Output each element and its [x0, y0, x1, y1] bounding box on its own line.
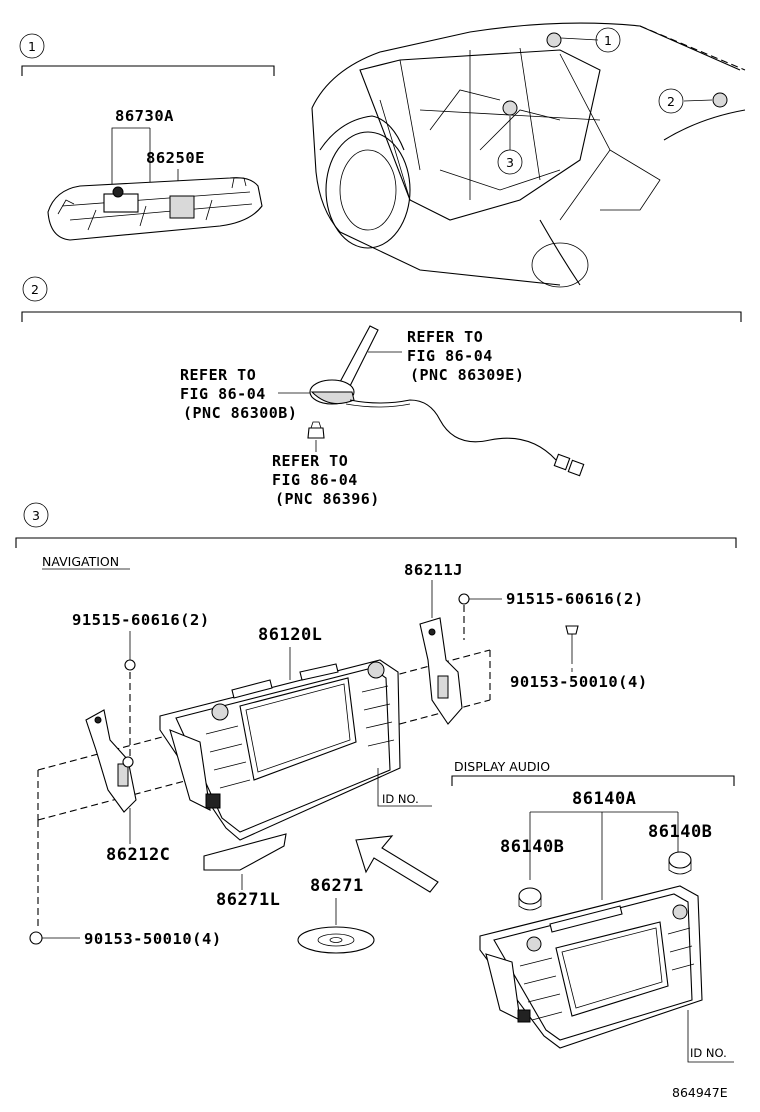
part-label-86211J: 86211J — [404, 561, 463, 579]
part-label-90153-50010-right: 90153-50010(4) — [510, 673, 648, 691]
display-audio-unit-illustration — [479, 885, 703, 1049]
section-1: 1 86730A 86250E — [19, 33, 275, 241]
ref-86396-line3: (PNC 86396) — [275, 490, 380, 508]
ref-86300B-line2: FIG 86-04 — [180, 385, 266, 403]
vehicle-callout-3: 3 — [506, 155, 514, 170]
section-1-number: 1 — [28, 39, 36, 54]
ref-86309E-line1: REFER TO — [407, 328, 483, 346]
display-audio-label: DISPLAY AUDIO — [454, 759, 550, 774]
part-label-91515-60616-right: 91515-60616(2) — [506, 590, 644, 608]
ref-86309E-line2: FIG 86-04 — [407, 347, 493, 365]
section-3-number: 3 — [32, 508, 40, 523]
section-2: 2 REFER TO FIG 86-04 (PNC 86309E) REFER … — [21, 276, 742, 508]
vehicle-callout-1: 1 — [604, 33, 612, 48]
part-label-86140B-right: 86140B — [648, 822, 712, 842]
navigation-label: NAVIGATION — [42, 554, 119, 569]
part-label-86140A: 86140A — [572, 789, 636, 809]
vehicle-illustration: 1 2 3 — [311, 22, 746, 288]
ref-86396-line2: FIG 86-04 — [272, 471, 358, 489]
navigation-unit-illustration — [159, 659, 401, 841]
part-label-86140B-left: 86140B — [500, 837, 564, 857]
id-no-navigation: ID NO. — [382, 792, 419, 806]
part-label-91515-60616-left: 91515-60616(2) — [72, 611, 210, 629]
section-3: 3 NAVIGATION 86211J 91515-60616(2) 91515… — [15, 502, 737, 1063]
figure-id: 864947E — [672, 1085, 728, 1100]
ref-86300B-line1: REFER TO — [180, 366, 256, 384]
part-label-86271L: 86271L — [216, 890, 280, 910]
id-no-display-audio: ID NO. — [690, 1046, 727, 1060]
overhead-console-illustration — [47, 177, 263, 241]
part-label-86271: 86271 — [310, 876, 364, 896]
ref-86396-line1: REFER TO — [272, 452, 348, 470]
section-2-number: 2 — [31, 282, 39, 297]
part-label-90153-50010-left: 90153-50010(4) — [84, 930, 222, 948]
part-label-86730A: 86730A — [115, 107, 174, 125]
ref-86309E-line3: (PNC 86309E) — [410, 366, 524, 384]
part-label-86120L: 86120L — [258, 625, 322, 645]
vehicle-callout-2: 2 — [667, 94, 675, 109]
part-label-86212C: 86212C — [106, 845, 170, 865]
ref-86300B-line3: (PNC 86300B) — [183, 404, 297, 422]
part-label-86250E: 86250E — [146, 149, 205, 167]
antenna-illustration — [307, 325, 585, 477]
bracket-86211J-illustration — [419, 617, 463, 725]
